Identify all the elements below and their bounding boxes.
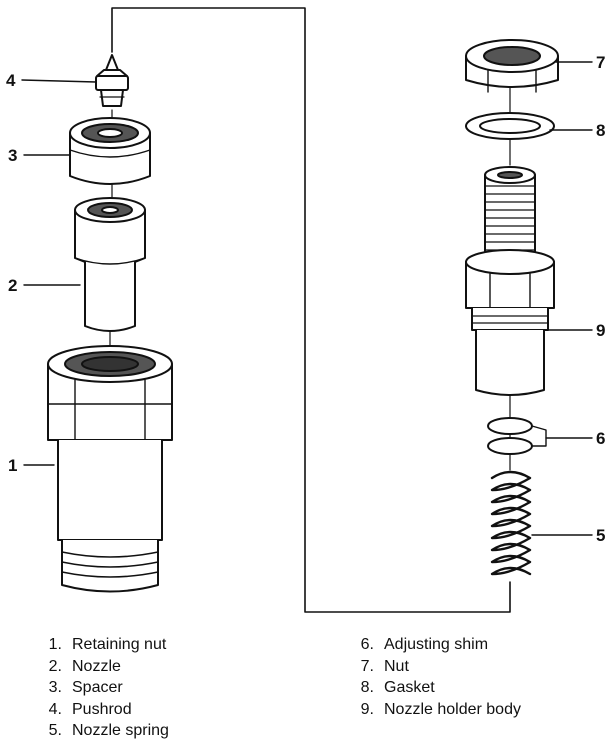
adjusting-shim-part bbox=[487, 417, 547, 455]
legend-item: 4. Pushrod bbox=[36, 699, 169, 721]
callout-7: 7 bbox=[596, 53, 605, 72]
assembly-line bbox=[111, 7, 511, 613]
callout-9: 9 bbox=[596, 321, 605, 340]
legend-item: 3. Spacer bbox=[36, 677, 169, 699]
nozzle-spring-part bbox=[490, 470, 532, 576]
legend-item: 2. Nozzle bbox=[36, 656, 169, 678]
legend-label: Pushrod bbox=[72, 700, 132, 718]
legend-number: 1. bbox=[48, 636, 62, 653]
nozzle-part bbox=[74, 197, 146, 332]
callout-6: 6 bbox=[596, 429, 605, 448]
legend-left: 1. Retaining nut 2. Nozzle 3. Spacer 4. Push… bbox=[36, 634, 169, 742]
legend-number: 4. bbox=[48, 700, 62, 718]
legend-label: Nozzle holder body bbox=[384, 700, 521, 718]
legend-label: Gasket bbox=[384, 679, 435, 696]
callout-8: 8 bbox=[596, 121, 605, 140]
legend-number: 3. bbox=[48, 679, 62, 696]
retaining-nut-part bbox=[47, 345, 173, 593]
legend-number: 8. bbox=[360, 679, 374, 696]
legend-number: 9. bbox=[360, 700, 374, 718]
pushrod-part bbox=[95, 54, 129, 107]
legend-label: Nozzle bbox=[72, 657, 121, 675]
legend-label: Nozzle spring bbox=[72, 722, 169, 739]
spacer-part bbox=[69, 117, 151, 185]
legend-number: 2. bbox=[48, 657, 62, 675]
legend-number: 6. bbox=[360, 636, 374, 653]
legend-label: Spacer bbox=[72, 679, 123, 696]
callout-3: 3 bbox=[8, 146, 17, 165]
legend-label: Nut bbox=[384, 657, 409, 675]
callout-2: 2 bbox=[8, 276, 17, 295]
legend-number: 7. bbox=[360, 657, 374, 675]
nut-part bbox=[465, 39, 559, 93]
legend-label: Retaining nut bbox=[72, 636, 167, 653]
callout-4: 4 bbox=[6, 71, 16, 90]
callout-5: 5 bbox=[596, 526, 605, 545]
gasket-part bbox=[465, 112, 555, 140]
legend-item: 6. Adjusting shim bbox=[348, 634, 521, 656]
nozzle-holder-body-part bbox=[465, 166, 555, 396]
legend-item: 5. Nozzle spring bbox=[36, 720, 169, 742]
legend-number: 5. bbox=[48, 722, 62, 739]
legend-item: 9. Nozzle holder body bbox=[348, 699, 521, 721]
legend-item: 8. Gasket bbox=[348, 677, 521, 699]
legend-item: 7. Nut bbox=[348, 656, 521, 678]
leader-4 bbox=[21, 79, 97, 83]
legend-label: Adjusting shim bbox=[384, 636, 489, 653]
callout-1: 1 bbox=[8, 456, 17, 475]
legend-item: 1. Retaining nut bbox=[36, 634, 169, 656]
legend-right: 6. Adjusting shim 7. Nut 8. Gasket 9. Nozzle… bbox=[348, 634, 521, 720]
